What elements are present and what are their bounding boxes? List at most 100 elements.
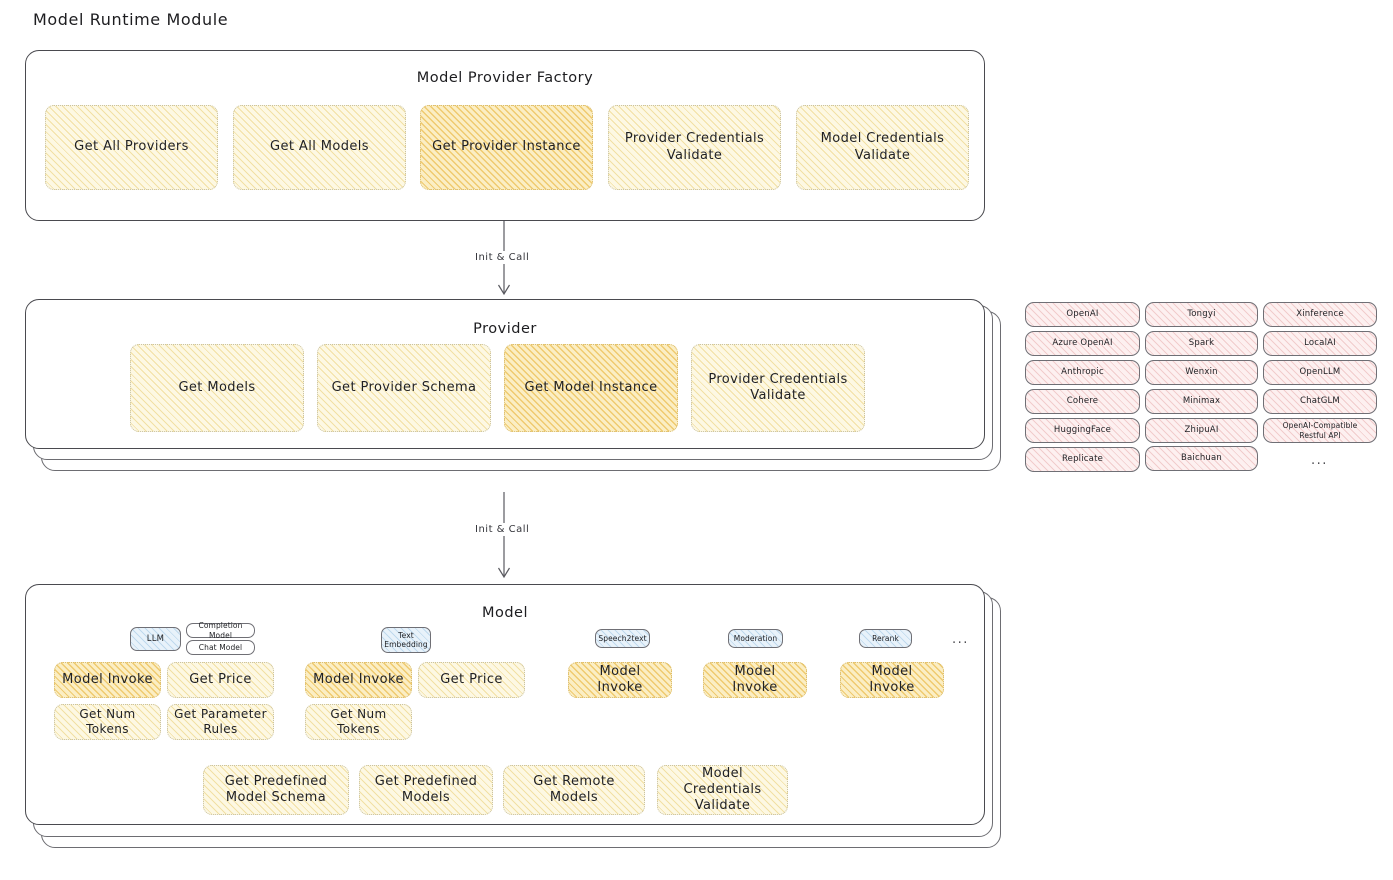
node-label: Get Remote Models [533, 773, 615, 805]
provider-pill-chatglm[interactable]: ChatGLM [1263, 389, 1377, 414]
provider-pill-label: OpenAI-Compatible Restful API [1282, 421, 1358, 440]
provider-pill-baichuan[interactable]: Baichuan [1145, 446, 1258, 471]
provider-pill-label: Replicate [1061, 454, 1104, 465]
node-label: Model Invoke [869, 663, 915, 695]
provider-pill-azure-openai[interactable]: Azure OpenAI [1025, 331, 1140, 356]
provider-pill-label: LocalAI [1304, 338, 1336, 349]
node-llm-model-invoke[interactable]: Model Invoke [54, 662, 161, 698]
provider-pill-zhipuai[interactable]: ZhipuAI [1145, 418, 1258, 443]
node-llm-get-num-tokens[interactable]: Get Num Tokens [54, 704, 161, 740]
provider-pill-anthropic[interactable]: Anthropic [1025, 360, 1140, 385]
provider-pill-cohere[interactable]: Cohere [1025, 389, 1140, 414]
node-label: Get Num Tokens [330, 707, 387, 736]
node-label: Get Provider Instance [432, 139, 581, 155]
model-type-label: Text Embedding [384, 630, 428, 649]
provider-pill-label: Tongyi [1187, 309, 1216, 320]
node-label: Get Predefined Models [374, 773, 478, 805]
node-label: Get Predefined Model Schema [224, 773, 328, 805]
provider-pill-label: Minimax [1182, 396, 1221, 407]
provider-pill-label: OpenLLM [1299, 367, 1341, 378]
provider-pill-openai-compatible-restful-api[interactable]: OpenAI-Compatible Restful API [1263, 418, 1377, 443]
provider-pill-label: Cohere [1066, 396, 1099, 407]
node-label: Get Price [189, 671, 252, 687]
connector-label-init-and-call-2: Init & Call [472, 523, 533, 536]
node-label: Model Invoke [732, 663, 778, 695]
node-get-models[interactable]: Get Models [130, 344, 304, 432]
model-type-label: Moderation [733, 633, 778, 643]
node-speech2text-model-invoke[interactable]: Model Invoke [568, 662, 672, 698]
model-type-label: Rerank [872, 633, 899, 643]
provider-list-more: ... [1311, 453, 1328, 468]
node-get-predefined-model-schema[interactable]: Get Predefined Model Schema [203, 765, 349, 815]
node-label: Get Parameter Rules [174, 707, 267, 736]
model-provider-factory-title: Model Provider Factory [416, 70, 594, 86]
node-label: Get Models [178, 379, 256, 395]
provider-title: Provider [473, 321, 537, 337]
provider-pill-label: Wenxin [1185, 367, 1218, 378]
provider-pill-label: Anthropic [1061, 367, 1104, 378]
provider-pill-label: HuggingFace [1053, 425, 1112, 436]
model-subtype-label: Chat Model [198, 642, 243, 652]
provider-pill-xinference[interactable]: Xinference [1263, 302, 1377, 327]
connector-provider-to-model [493, 492, 515, 584]
model-type-label: LLM [146, 633, 165, 644]
model-subtype-pill-chat-model[interactable]: Chat Model [186, 640, 255, 655]
node-get-provider-schema[interactable]: Get Provider Schema [317, 344, 491, 432]
node-text-embedding-model-invoke[interactable]: Model Invoke [305, 662, 412, 698]
node-label: Get All Models [270, 139, 369, 155]
provider-pill-label: Baichuan [1180, 453, 1223, 464]
node-provider-credentials-validate[interactable]: Provider Credentials Validate [608, 105, 781, 190]
node-label: Get Num Tokens [79, 707, 136, 736]
model-type-pill-text-embedding[interactable]: Text Embedding [381, 627, 431, 653]
node-label: Get Model Instance [524, 379, 658, 395]
provider-pill-tongyi[interactable]: Tongyi [1145, 302, 1258, 327]
provider-pill-label: ChatGLM [1300, 396, 1340, 407]
provider-pill-label: ZhipuAI [1184, 425, 1219, 436]
node-label: Provider Credentials Validate [708, 371, 848, 403]
node-get-all-providers[interactable]: Get All Providers [45, 105, 218, 190]
provider-pill-wenxin[interactable]: Wenxin [1145, 360, 1258, 385]
node-label: Model Credentials Validate [683, 765, 762, 814]
node-label: Model Invoke [313, 671, 404, 687]
node-label: Model Credentials Validate [820, 131, 945, 163]
model-types-more: ... [952, 632, 969, 647]
model-type-pill-llm[interactable]: LLM [130, 627, 181, 651]
node-llm-get-parameter-rules[interactable]: Get Parameter Rules [167, 704, 274, 740]
node-get-all-models[interactable]: Get All Models [233, 105, 406, 190]
provider-pill-spark[interactable]: Spark [1145, 331, 1258, 356]
provider-pill-replicate[interactable]: Replicate [1025, 447, 1140, 472]
node-moderation-model-invoke[interactable]: Model Invoke [703, 662, 807, 698]
node-text-embedding-get-num-tokens[interactable]: Get Num Tokens [305, 704, 412, 740]
model-subtype-pill-completion-model[interactable]: Completion Model [186, 621, 255, 640]
node-label: Get All Providers [74, 139, 189, 155]
node-get-remote-models[interactable]: Get Remote Models [503, 765, 645, 815]
node-get-model-instance[interactable]: Get Model Instance [504, 344, 678, 432]
provider-pill-minimax[interactable]: Minimax [1145, 389, 1258, 414]
node-label: Model Invoke [597, 663, 643, 695]
node-model-credentials-validate-2[interactable]: Model Credentials Validate [657, 765, 788, 815]
model-subtype-label: Completion Model [198, 621, 243, 640]
page-title: Model Runtime Module [33, 10, 229, 29]
model-type-pill-speech2text[interactable]: Speech2text [595, 629, 650, 648]
model-type-pill-rerank[interactable]: Rerank [859, 629, 912, 648]
node-get-predefined-models[interactable]: Get Predefined Models [359, 765, 493, 815]
node-text-embedding-get-price[interactable]: Get Price [418, 662, 525, 698]
provider-pill-openai[interactable]: OpenAI [1025, 302, 1140, 327]
provider-pill-openllm[interactable]: OpenLLM [1263, 360, 1377, 385]
node-provider-credentials-validate-2[interactable]: Provider Credentials Validate [691, 344, 865, 432]
model-type-label: Speech2text [598, 633, 647, 643]
provider-pill-label: Spark [1188, 338, 1215, 349]
provider-pill-label: OpenAI [1066, 309, 1099, 320]
node-get-provider-instance[interactable]: Get Provider Instance [420, 105, 593, 190]
node-model-credentials-validate[interactable]: Model Credentials Validate [796, 105, 969, 190]
provider-pill-huggingface[interactable]: HuggingFace [1025, 418, 1140, 443]
provider-pill-label: Azure OpenAI [1052, 338, 1113, 349]
model-type-pill-moderation[interactable]: Moderation [728, 629, 783, 648]
provider-pill-localai[interactable]: LocalAI [1263, 331, 1377, 356]
node-rerank-model-invoke[interactable]: Model Invoke [840, 662, 944, 698]
node-label: Get Provider Schema [331, 379, 477, 395]
provider-pill-label: Xinference [1296, 309, 1344, 320]
node-llm-get-price[interactable]: Get Price [167, 662, 274, 698]
node-label: Get Price [440, 671, 503, 687]
node-label: Model Invoke [62, 671, 153, 687]
